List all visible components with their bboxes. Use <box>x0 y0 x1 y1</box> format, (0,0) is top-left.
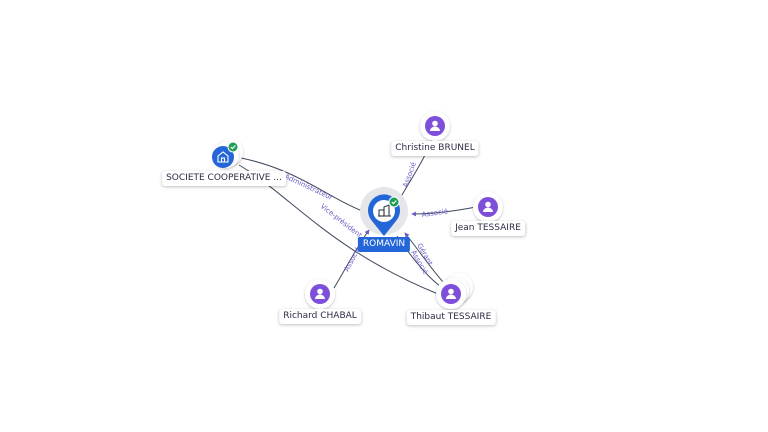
edge-richard-associe[interactable] <box>333 229 370 289</box>
edge-label-jean-associe: Associé <box>421 207 448 219</box>
edge-label-christine-associe: Associé <box>401 161 418 189</box>
node-label-richard-chabal[interactable]: Richard CHABAL <box>279 309 361 324</box>
node-societe-cooperative[interactable] <box>212 139 243 168</box>
node-label-societe-cooperative[interactable]: SOCIETE COOPERATIVE ... <box>162 171 286 186</box>
node-label-jean-tessaire[interactable]: Jean TESSAIRE <box>451 221 525 236</box>
person-icon <box>315 288 325 299</box>
center-node-label[interactable]: ROMAVIN <box>357 237 411 252</box>
edge-jean-associe[interactable] <box>411 206 477 217</box>
node-christine-brunel[interactable] <box>420 111 450 141</box>
edge-label-vice-president: Vice-président <box>319 202 364 239</box>
person-icon <box>446 288 456 299</box>
verified-badge-icon <box>388 196 400 208</box>
company-icon <box>217 151 229 163</box>
person-icon <box>430 120 440 131</box>
edge-label-administrateur: Administrateur <box>283 173 334 202</box>
node-label-christine-brunel[interactable]: Christine BRUNEL <box>391 141 479 156</box>
company-icon <box>378 204 391 217</box>
node-label-thibaut-tessaire[interactable]: Thibaut TESSAIRE <box>406 310 496 325</box>
center-node-romavin[interactable] <box>360 187 408 236</box>
node-richard-chabal[interactable] <box>305 279 335 309</box>
verified-badge-icon <box>227 141 239 153</box>
person-icon <box>483 201 493 212</box>
node-thibaut-tessaire[interactable] <box>436 273 473 309</box>
edge-societe-administrateur[interactable] <box>240 157 371 215</box>
node-jean-tessaire[interactable] <box>473 192 503 222</box>
